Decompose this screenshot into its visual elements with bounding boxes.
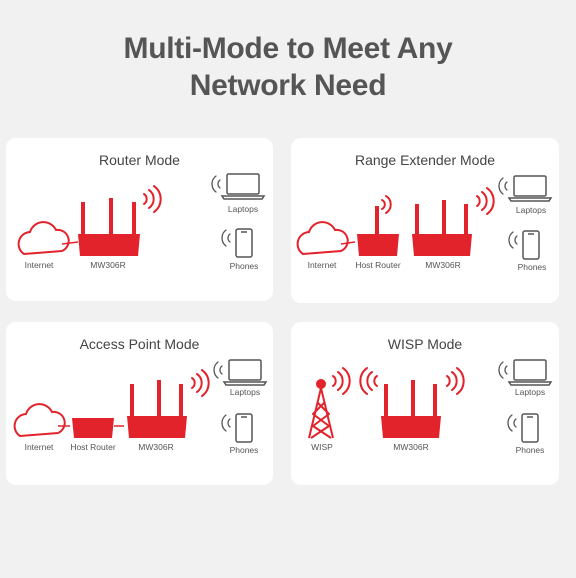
laptops-label: Laptops — [227, 204, 259, 214]
tower-icon — [308, 379, 334, 439]
access-point-mode-diagram — [13, 359, 268, 443]
cloud-icon — [13, 403, 66, 438]
title-line-2: Network Need — [189, 69, 387, 102]
cloud-icon — [296, 221, 349, 256]
access-point-mode-card: Access Point Mode Internet Host Router M… — [6, 322, 273, 485]
title-line-1: Multi-Mode to Meet Any — [123, 32, 453, 65]
tower-wifi-icon — [332, 367, 351, 395]
router-icon — [127, 380, 187, 438]
phone-wifi-icon — [508, 231, 518, 249]
phones-label: Phones — [517, 262, 547, 272]
device-label: MW306R — [90, 260, 126, 270]
cloud-icon — [17, 221, 70, 256]
laptop-icon — [507, 359, 553, 386]
laptop-icon — [222, 359, 268, 386]
wisp-mode-card: WISP Mode WISP MW306R Laptops Phones — [291, 322, 559, 485]
host-router-icon — [357, 206, 399, 256]
laptop-wifi-icon — [211, 175, 221, 193]
laptop-icon — [507, 175, 553, 202]
laptops-label: Laptops — [515, 205, 547, 215]
phone-wifi-icon — [221, 229, 231, 247]
range-extender-mode-diagram — [296, 175, 553, 260]
card-title: Access Point Mode — [79, 336, 200, 352]
internet-label: Internet — [24, 260, 54, 270]
device-label: MW306R — [425, 260, 461, 270]
host-router-wifi-icon — [381, 195, 392, 214]
laptop-wifi-icon — [498, 361, 508, 379]
phone-icon — [522, 230, 540, 260]
phone-wifi-icon — [507, 414, 517, 432]
wifi-signal-icon — [143, 185, 162, 213]
host-router-label: Host Router — [70, 442, 116, 452]
internet-label: Internet — [307, 260, 337, 270]
router-icon — [412, 200, 472, 256]
phone-icon — [235, 228, 253, 258]
phone-icon — [521, 413, 539, 443]
host-router-label: Host Router — [355, 260, 401, 270]
laptop-wifi-icon — [498, 177, 508, 195]
card-title: WISP Mode — [387, 336, 463, 352]
laptop-wifi-icon — [213, 361, 223, 379]
card-title: Range Extender Mode — [354, 152, 496, 168]
wisp-mode-diagram — [308, 359, 553, 443]
host-router-icon — [72, 418, 114, 438]
connection-line — [340, 241, 356, 245]
router-mode-diagram — [17, 173, 266, 258]
router-icon — [381, 380, 441, 438]
card-title: Router Mode — [99, 152, 180, 168]
phones-label: Phones — [515, 445, 545, 455]
laptop-icon — [220, 173, 266, 200]
phones-label: Phones — [229, 445, 259, 455]
device-label: MW306R — [138, 442, 174, 452]
wifi-signal-icon — [191, 369, 210, 397]
phone-wifi-icon — [221, 414, 231, 432]
internet-label: Internet — [24, 442, 54, 452]
wifi-signal-icon — [476, 187, 495, 215]
wifi-signal-icon — [446, 367, 465, 395]
router-receive-wifi-icon — [359, 367, 378, 395]
router-mode-card: Router Mode Internet MW306R Laptops Phon… — [6, 138, 273, 301]
laptops-label: Laptops — [514, 387, 546, 397]
router-icon — [78, 198, 140, 256]
range-extender-mode-card: Range Extender Mode Internet Host Router… — [291, 138, 559, 303]
connection-line — [61, 241, 79, 245]
phones-label: Phones — [229, 261, 259, 271]
wisp-label: WISP — [311, 442, 333, 452]
phone-icon — [235, 413, 253, 443]
laptops-label: Laptops — [229, 387, 261, 397]
device-label: MW306R — [393, 442, 429, 452]
page-title: Multi-Mode to Meet Any Network Need — [0, 30, 576, 104]
